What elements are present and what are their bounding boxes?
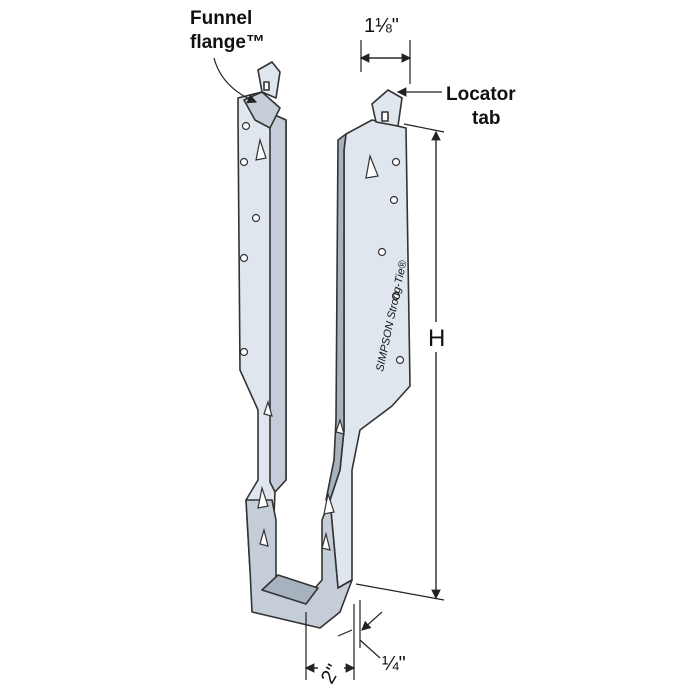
front-locator-tab [371,89,403,127]
funnel-flange-leader [213,57,258,104]
dim-width-top [359,40,412,84]
dim-height-label: H [428,325,445,352]
seat-floor [261,574,319,605]
dim-seat-width-label-bg [318,654,344,680]
dim-height [355,123,445,601]
dim-width-top-label: 1⅛" [364,15,399,37]
dim-height-label-bg [426,322,448,352]
triangle-punches [255,137,379,551]
back-flange-holes [239,121,261,357]
locator-tab-label-1: Locator [446,84,516,105]
front-tab-slot [381,111,389,122]
hanger-body [237,61,411,629]
back-tab-slot [263,81,270,91]
funnel-flange-label-2: flange™ [190,32,265,53]
dim-offset-label: ¼" [382,653,406,675]
funnel-flange-label-1: Funnel [190,8,252,29]
front-flange-edge [325,133,347,501]
back-flange-edge [267,111,287,493]
locator-tab-label-2: tab [472,108,501,129]
dim-offset [337,600,383,659]
front-flange-holes [377,157,405,365]
